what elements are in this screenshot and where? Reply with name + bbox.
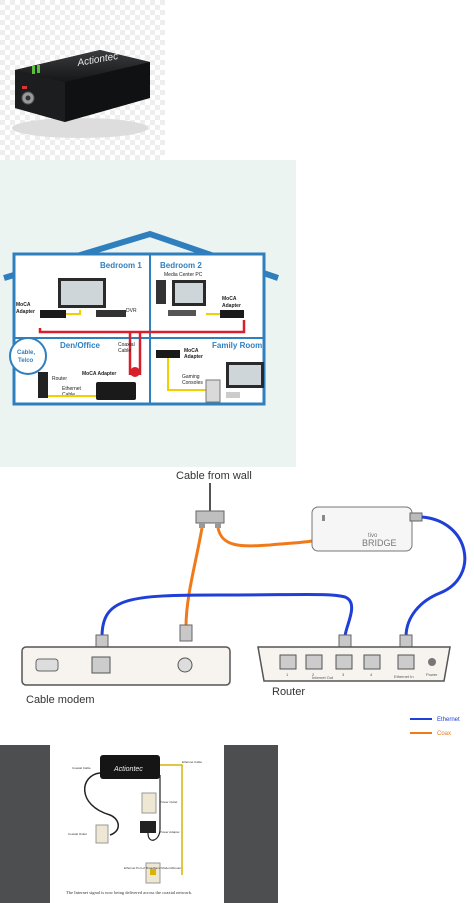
cable-modem (21, 646, 231, 686)
coaxial-cable-label: Cable (118, 348, 131, 354)
modem-power-port (35, 658, 59, 672)
media-center-label: Media Center PC (164, 272, 203, 278)
router-ethernet-in-port[interactable] (397, 654, 415, 670)
status-led-2 (37, 65, 40, 73)
power-outlet (141, 792, 157, 814)
port-label-1: 1 (286, 672, 289, 677)
router-port-2[interactable] (305, 654, 323, 670)
internet-out-label: Internet Out (312, 675, 334, 680)
cable-from-wall-label: Cable from wall (176, 470, 252, 482)
power-adapter (140, 821, 156, 833)
router-power-port (428, 658, 436, 666)
adapter-brand-small: Actiontec (113, 766, 143, 773)
ethernet-in-label: Ethernet In (394, 674, 414, 679)
power-outlet-label: Power Outlet (160, 800, 178, 804)
install-caption: The Internet signal is now being deliver… (66, 890, 193, 895)
modem-coax-port (177, 657, 193, 673)
coax-cable-path (84, 772, 119, 836)
moca-adapter-bedroom2 (220, 310, 244, 318)
ethernet-modem-to-router (100, 593, 354, 638)
moca-label-den: MoCA Adapter (82, 371, 116, 377)
legend-ethernet-label: Ethernet (437, 717, 460, 723)
adapter-label-bedroom1: Adapter (16, 309, 35, 315)
adapter-label-family: Adapter (184, 354, 203, 360)
game-console (205, 379, 221, 403)
actiontec-adapter (100, 755, 160, 779)
adapter-photo: Actiontec (0, 0, 165, 160)
install-diagram: Actiontec Coaxial Cable Ethernet Cable P… (68, 755, 202, 884)
router-den (38, 372, 48, 398)
coax-backbone (38, 320, 246, 334)
coaxial-label: Coaxial (118, 342, 135, 348)
moca-home-diagram-panel: Bedroom 1 Bedroom 2 Den/Office Family Ro… (0, 160, 296, 467)
gaming-consoles-label: Consoles (182, 380, 203, 386)
coax-splitter (130, 367, 140, 377)
tivo-bridge-diagram: Cable from wall tivo BRIDGE Cable modem (21, 470, 467, 737)
room-den: Den/Office (60, 341, 101, 350)
power-label: Power (426, 672, 438, 677)
book-page: Actiontec Coaxial Cable Ethernet Cable P… (50, 745, 224, 903)
moca-adapter-den (96, 382, 136, 400)
router-label: Router (272, 686, 305, 698)
tivo-bridge (311, 506, 413, 552)
install-diagram-panel: Actiontec Coaxial Cable Ethernet Cable P… (0, 745, 278, 903)
dvr-label: DVR (126, 308, 137, 314)
coax-outlet-label: Coaxial Outlet (68, 832, 87, 836)
moca-label-bedroom2: MoCA (222, 296, 237, 302)
room-bedroom2: Bedroom 2 (160, 261, 202, 270)
port-label-4: 4 (370, 672, 373, 677)
router-port-3[interactable] (335, 654, 353, 670)
dvr-icon (96, 310, 126, 317)
router-port-1[interactable] (279, 654, 297, 670)
house-outline (12, 252, 266, 406)
ethernet-cable-label-small: Ethernet Cable (182, 760, 202, 764)
media-center-pc (168, 310, 196, 316)
cable-telco-badge (9, 337, 47, 375)
status-led-1 (32, 66, 35, 74)
moca-adapter-bedroom1 (40, 310, 66, 318)
ethernet-port-label: Ethernet Port of Broadband Modem/Router (124, 866, 181, 870)
router-label: Router (52, 376, 67, 382)
moca-home-diagram: Bedroom 1 Bedroom 2 Den/Office Family Ro… (3, 230, 279, 406)
tivo-bridge-diagram-panel: Cable from wall tivo BRIDGE Cable modem (0, 467, 474, 745)
ethernet-cable-path (160, 764, 183, 875)
coax-outlet (95, 824, 109, 844)
port-label-2: 2 (312, 672, 315, 677)
cable-label: Cable, (17, 350, 35, 356)
moca-label-family: MoCA (184, 348, 199, 354)
moca-label-bedroom1: MoCA (16, 302, 31, 308)
telco-label: Telco (18, 358, 34, 364)
cable-modem-label: Cable modem (26, 694, 94, 706)
tivo-brand: tivo (368, 533, 378, 539)
moca-adapter-family (156, 350, 180, 358)
router-port-4[interactable] (363, 654, 381, 670)
modem-ethernet-port (91, 656, 111, 674)
ethernet-label: Ethernet (62, 386, 82, 392)
ethernet-bridge-to-router (404, 515, 467, 638)
coax-cable-label: Coaxial Cable (72, 766, 91, 770)
adapter-photo-panel: Actiontec (0, 0, 165, 160)
adapter-label-bedroom2: Adapter (222, 303, 241, 309)
room-family: Family Room (212, 341, 262, 350)
room-bedroom1: Bedroom 1 (100, 261, 142, 270)
legend-coax-label: Coax (437, 731, 451, 737)
coax-to-modem (184, 527, 204, 628)
gaming-label: Gaming (182, 374, 200, 380)
coax-splitter (195, 510, 225, 524)
port-label-3: 3 (342, 672, 345, 677)
coax-to-bridge (216, 527, 313, 548)
bridge-label: BRIDGE (362, 538, 397, 548)
power-adapter-label: Power Adapter (160, 830, 180, 834)
